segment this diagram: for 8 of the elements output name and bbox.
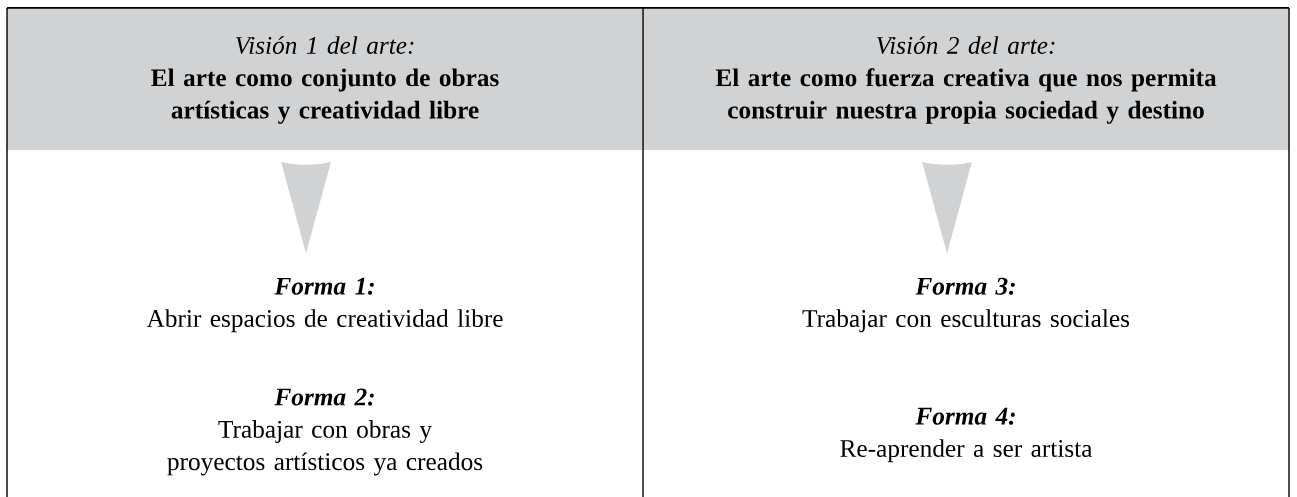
form-text: Forma 3: Trabajar con esculturas sociales bbox=[802, 277, 1130, 333]
form-text: Forma 4: Re-aprender a ser artista bbox=[840, 407, 1093, 463]
header-text: Visión 2 del arte: El arte como fuerza creativa que nos permita construir nuestra propia sociedad y destino bbox=[715, 36, 1217, 124]
wedge-arrow bbox=[922, 161, 972, 254]
wedge-arrow bbox=[281, 161, 331, 254]
form-text: Forma 2: Trabajar con obras y proyectos artísticos ya creados bbox=[167, 388, 483, 476]
form-text: Forma 1: Abrir espacios de creatividad libre bbox=[146, 277, 503, 333]
header-text: Visión 1 del arte: El arte como conjunto de obras artísticas y creatividad libre bbox=[151, 36, 499, 124]
